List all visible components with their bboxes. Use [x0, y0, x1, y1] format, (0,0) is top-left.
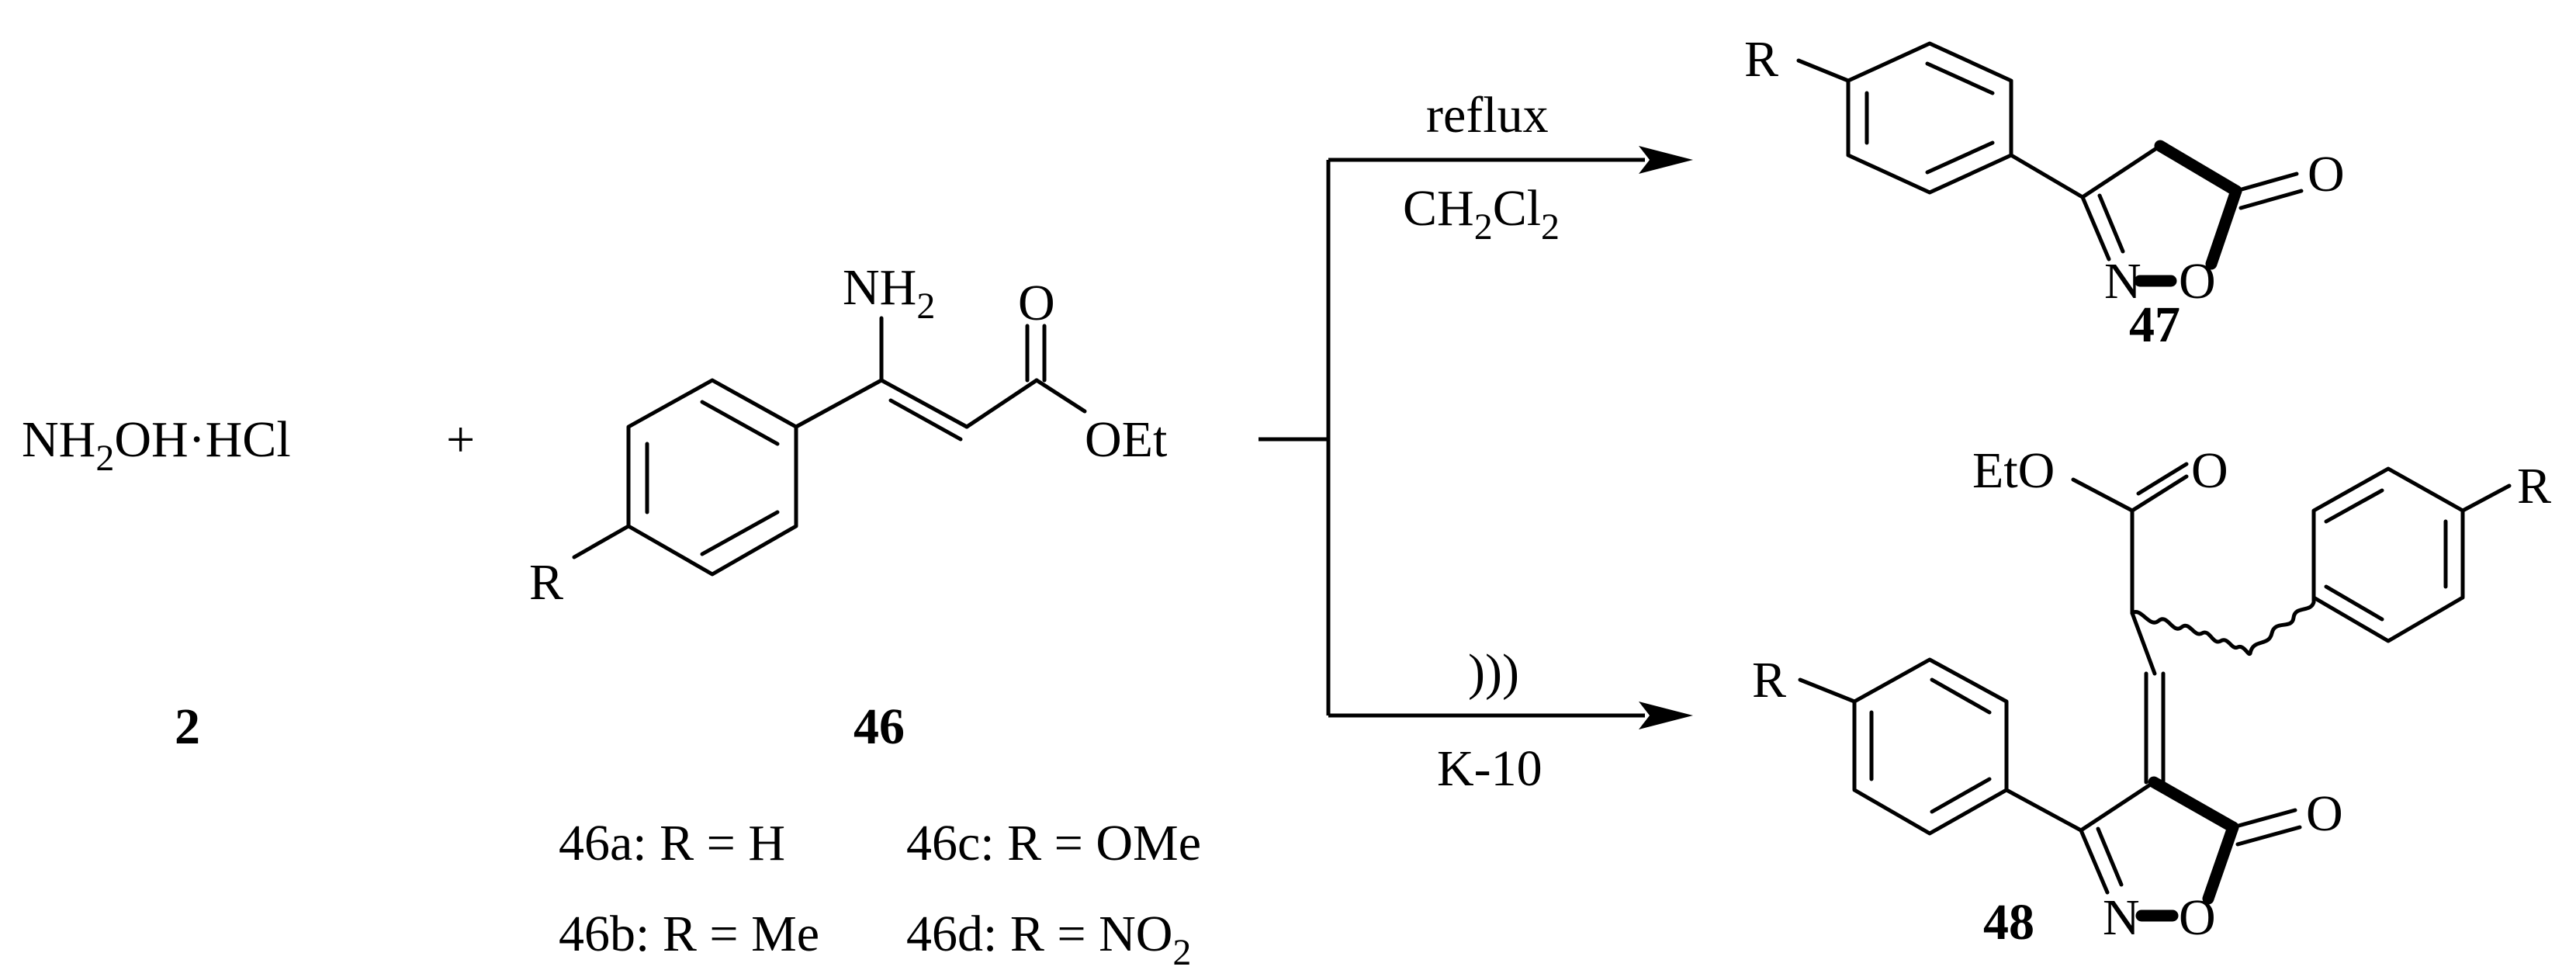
aromatic-double-bond [700, 510, 780, 556]
aryl-ring-bond [2009, 153, 2085, 199]
ester-bond [1034, 378, 1087, 414]
carbonyl-double-bond [2238, 189, 2304, 210]
lower-condition-ultrasound: ))) [1468, 644, 1519, 701]
isoxazolone-bold-bond [2148, 776, 2239, 833]
compound-number-46: 46 [853, 698, 905, 755]
isoxazolone-bond [2079, 780, 2156, 833]
substituent-r-label-left: R [1752, 652, 1786, 708]
compound-number-48: 48 [1983, 894, 2034, 951]
ester-label: EtO [1972, 442, 2055, 499]
substituent-r-label: R [1744, 31, 1778, 88]
carbonyl-double-bond [2231, 808, 2297, 830]
isoxazolone-bold-bond [2154, 140, 2242, 197]
r-bond [572, 524, 631, 560]
nitrogen-label: N [2104, 253, 2141, 310]
upper-condition-reflux: reflux [1426, 87, 1549, 144]
c-n-double-bond [2079, 828, 2110, 895]
isoxazolone-bold-bond [2202, 821, 2239, 905]
benzene-ring-48-left [1852, 657, 2009, 836]
variant-46c: 46c: R = OMe [906, 815, 1201, 871]
carbonyl-oxygen-label: O [2308, 146, 2345, 203]
ester-carbonyl-double-bond [2136, 462, 2189, 496]
aryl-ring-bond [2004, 788, 2083, 833]
ester-o-bond [2071, 477, 2135, 513]
alkene-bond [879, 378, 969, 429]
ester-carbonyl-oxygen-label: O [2191, 442, 2228, 499]
variant-46d: 46d: R = NO2 [906, 906, 1191, 973]
aromatic-double-bond [2324, 584, 2384, 622]
reagent-formula: NH2OH·HCl [22, 411, 291, 479]
aromatic-double-bond [700, 400, 780, 446]
carbonyl-oxygen-label: O [2306, 785, 2343, 842]
amine-label: NH2 [843, 259, 935, 327]
wavy-bond-chain [2130, 610, 2252, 657]
isoxazolone-bond [2080, 144, 2162, 199]
c-n-double-bond [2096, 826, 2124, 887]
aromatic-double-bond [2324, 488, 2384, 524]
product-47-structure: R N O O 47 [1744, 31, 2345, 353]
variant-46a: 46a: R = H [559, 815, 785, 871]
wavy-bond-aryl [2248, 600, 2316, 656]
aryl-vinyl-bond [794, 378, 884, 429]
carbonyl-double-bond [2234, 171, 2299, 193]
compound-number-2: 2 [175, 698, 200, 755]
substituent-variants: 46a: R = H 46b: R = Me 46c: R = OMe 46d:… [559, 815, 1201, 973]
vinyl-wavy-bond [2130, 611, 2157, 676]
ring-oxygen-label: O [2179, 253, 2216, 310]
r-bond [2460, 483, 2512, 513]
substituent-r-label: R [529, 554, 563, 611]
aromatic-double-bond [1930, 777, 1992, 814]
reaction-arrows: reflux CH2Cl2 ))) K-10 [1259, 87, 1693, 797]
alkene-double-bond [888, 398, 963, 442]
lower-arrowhead [1639, 702, 1693, 729]
upper-arrowhead [1639, 146, 1693, 174]
carbonyl-oxygen-label: O [1018, 275, 1055, 331]
r-bond [1798, 677, 1857, 704]
r-bond [1796, 58, 1851, 83]
c-n-double-bond [2097, 193, 2125, 254]
substituent-r-label-right: R [2517, 458, 2551, 514]
carbonyl-double-bond [2235, 825, 2302, 847]
benzene-ring-48-right [2311, 466, 2465, 643]
lower-condition-catalyst: K-10 [1437, 740, 1542, 797]
ester-label: OEt [1085, 411, 1167, 468]
vinyl-carbonyl-bond [964, 378, 1039, 429]
plus-sign: + [446, 411, 475, 468]
compound-number-47: 47 [2129, 296, 2180, 353]
upper-condition-solvent: CH2Cl2 [1403, 180, 1560, 248]
ring-oxygen-label: O [2179, 889, 2216, 946]
product-48-structure: EtO O R R N O O 48 [1752, 442, 2551, 951]
ester-carbonyl-bond [2130, 474, 2189, 513]
aromatic-double-bond [1925, 140, 1995, 175]
reagent-hydroxylamine-hcl: NH2OH·HCl 2 [22, 411, 291, 755]
aromatic-double-bond [1930, 677, 1992, 715]
substrate-46-structure: NH2 O OEt R 46 [529, 259, 1167, 755]
variant-46b: 46b: R = Me [559, 906, 819, 962]
isoxazolone-bold-bond [2205, 185, 2242, 270]
aromatic-double-bond [1925, 61, 1995, 95]
nitrogen-label: N [2103, 889, 2140, 946]
c-n-double-bond [2080, 195, 2111, 262]
